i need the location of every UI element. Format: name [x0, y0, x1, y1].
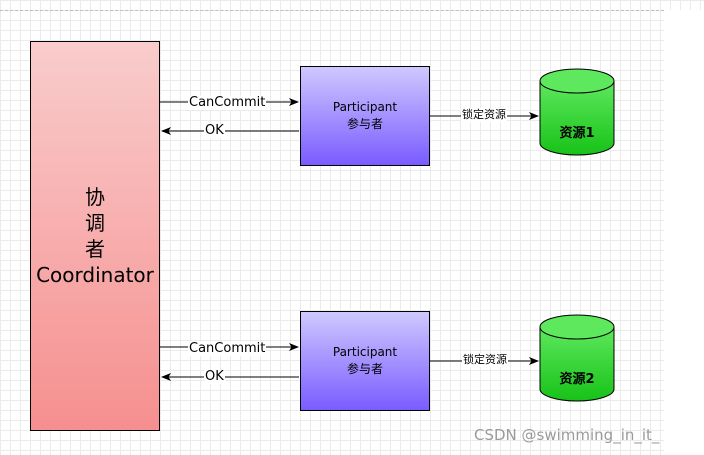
- resource-1-cylinder: [539, 68, 615, 156]
- watermark: CSDN @swimming_in_it_: [474, 426, 660, 444]
- coordinator-line-3: 者: [85, 237, 105, 261]
- page-boundary-line: [0, 10, 664, 11]
- participant-node-1: Participant 参与者: [300, 66, 430, 166]
- participant-node-2: Participant 参与者: [300, 311, 430, 411]
- lock-label-1: 锁定资源: [461, 108, 507, 122]
- cancommit-label-2: CanCommit: [188, 341, 267, 356]
- resource-2-cylinder: [539, 314, 615, 402]
- cancommit-label-1: CanCommit: [188, 95, 267, 110]
- participant-2-subtitle: 参与者: [346, 362, 383, 376]
- participant-2-title: Participant: [332, 345, 398, 359]
- coordinator-node: 协 调 者 Coordinator: [30, 41, 160, 431]
- resource-1-label: 资源1: [559, 126, 595, 141]
- lock-label-2: 锁定资源: [462, 353, 508, 367]
- participant-1-title: Participant: [332, 100, 398, 114]
- ok-label-1: OK: [204, 123, 225, 138]
- resource-2-label: 资源2: [559, 372, 595, 387]
- canvas-margin: [664, 10, 704, 455]
- coordinator-line-1: 协: [85, 185, 105, 209]
- coordinator-line-4: Coordinator: [36, 263, 154, 287]
- coordinator-line-2: 调: [85, 211, 105, 235]
- participant-1-subtitle: 参与者: [346, 117, 383, 131]
- ok-label-2: OK: [204, 369, 225, 384]
